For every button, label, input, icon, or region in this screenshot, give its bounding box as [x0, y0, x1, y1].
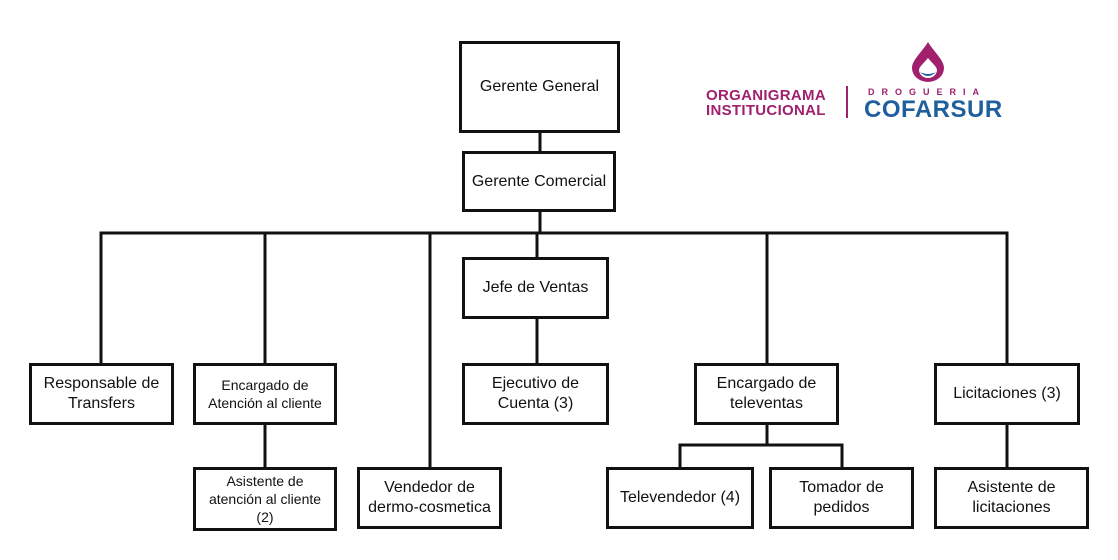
node-licitaciones: Licitaciones (3): [934, 363, 1080, 425]
cofarsur-drop-icon: [912, 42, 944, 82]
node-ejecutivo-cuenta: Ejecutivo de Cuenta (3): [462, 363, 609, 425]
logo-drogueria: DROGUERIA: [868, 87, 987, 97]
node-jefe-de-ventas: Jefe de Ventas: [462, 257, 609, 319]
node-responsable-transfers: Responsable de Transfers: [29, 363, 174, 425]
node-gerente-comercial: Gerente Comercial: [462, 151, 616, 212]
node-encargado-televentas: Encargado de televentas: [694, 363, 839, 425]
logo-title-line1: ORGANIGRAMA: [706, 87, 826, 104]
node-asistente-licitaciones: Asistente de licitaciones: [934, 467, 1089, 529]
node-gerente-general: Gerente General: [459, 41, 620, 133]
node-encargado-atencion: Encargado de Atención al cliente: [193, 363, 337, 425]
node-televendedor: Televendedor (4): [606, 467, 754, 529]
logo-title-line2: INSTITUCIONAL: [706, 102, 826, 119]
logo-title: ORGANIGRAMA INSTITUCIONAL: [706, 88, 826, 118]
logo-brand-name: COFARSUR: [864, 96, 1003, 123]
logo-separator: [846, 86, 848, 118]
node-vendedor-dermo: Vendedor de dermo-cosmetica: [357, 467, 502, 529]
company-logo: ORGANIGRAMA INSTITUCIONAL DROGUERIA COFA…: [700, 36, 1003, 126]
node-tomador-pedidos: Tomador de pedidos: [769, 467, 914, 529]
node-asistente-atencion: Asistente de atención al cliente (2): [193, 467, 337, 531]
